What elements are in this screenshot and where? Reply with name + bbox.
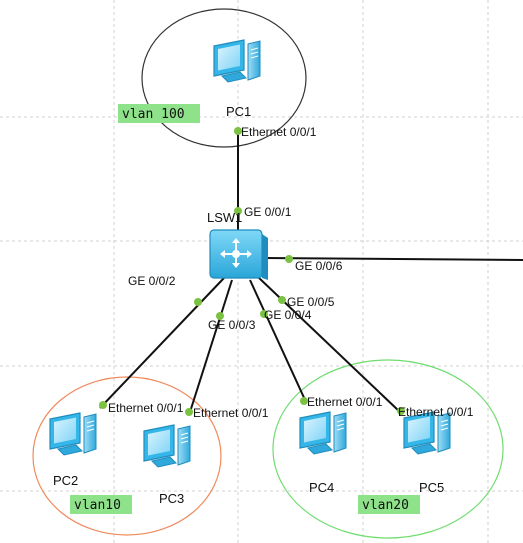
vlan20-tag: vlan20 [358,495,420,514]
pc-icon [213,39,261,83]
pc-icon [143,424,191,468]
link-lsw1-ge6 [262,257,523,261]
pc2-label: PC2 [53,473,78,488]
port-label-ge5: GE 0/0/5 [287,295,335,309]
port-dot [285,255,293,263]
pc3-label: PC3 [159,491,184,506]
port-dot [234,127,242,135]
pc-icon [299,411,347,455]
port-label-pc5-eth: Ethernet 0/0/1 [398,405,474,419]
pc1-label: PC1 [226,104,251,119]
port-label-pc2-eth: Ethernet 0/0/1 [108,401,184,415]
port-dot [216,312,224,320]
pc2-node[interactable]: PC2 [49,412,97,488]
port-label-ge2: GE 0/0/2 [128,274,176,288]
port-label-ge6: GE 0/0/6 [295,259,343,273]
port-label-ge1: GE 0/0/1 [244,205,292,219]
pc5-node[interactable]: PC5 [403,411,451,495]
port-dots [99,127,405,416]
switch-icon [209,229,268,280]
port-dot [99,401,107,409]
link-lsw1-pc2 [99,277,225,409]
vlan10-area [32,376,222,536]
pc4-node[interactable]: PC4 [299,411,347,495]
link-lsw1-pc4 [249,279,307,403]
port-label-ge4: GE 0/0/4 [264,308,312,322]
pc4-label: PC4 [309,480,334,495]
vlan100-tag: vlan 100 [118,104,200,123]
port-label-ge3: GE 0/0/3 [208,318,256,332]
port-dot [278,296,286,304]
pc5-label: PC5 [419,480,444,495]
port-label-pc3-eth: Ethernet 0/0/1 [193,406,269,420]
port-dot [260,310,268,318]
link-lsw1-pc3 [189,279,233,413]
pc1-node[interactable]: PC1 [213,39,261,119]
port-label-pc1-eth: Ethernet 0/0/1 [241,125,317,139]
vlan10-tag-text: vlan10 [74,498,121,513]
port-label-pc4-eth: Ethernet 0/0/1 [307,395,383,409]
vlan10-tag: vlan10 [70,495,132,514]
vlan20-area [272,359,504,539]
pc3-node[interactable]: PC3 [143,424,191,506]
port-labels: Ethernet 0/0/1 GE 0/0/1 GE 0/0/2 GE 0/0/… [108,125,474,420]
port-dot [185,408,193,416]
port-dot [234,207,242,215]
vlan100-area [141,8,307,148]
pc-icon [49,412,97,456]
vlan100-tag-text: vlan 100 [122,107,185,122]
vlan20-tag-text: vlan20 [362,498,409,513]
port-dot [397,407,405,415]
port-dot [300,397,308,405]
port-dot [194,298,202,306]
lsw1-label: LSW1 [207,210,242,225]
lsw1-node[interactable]: LSW1 [207,210,268,280]
